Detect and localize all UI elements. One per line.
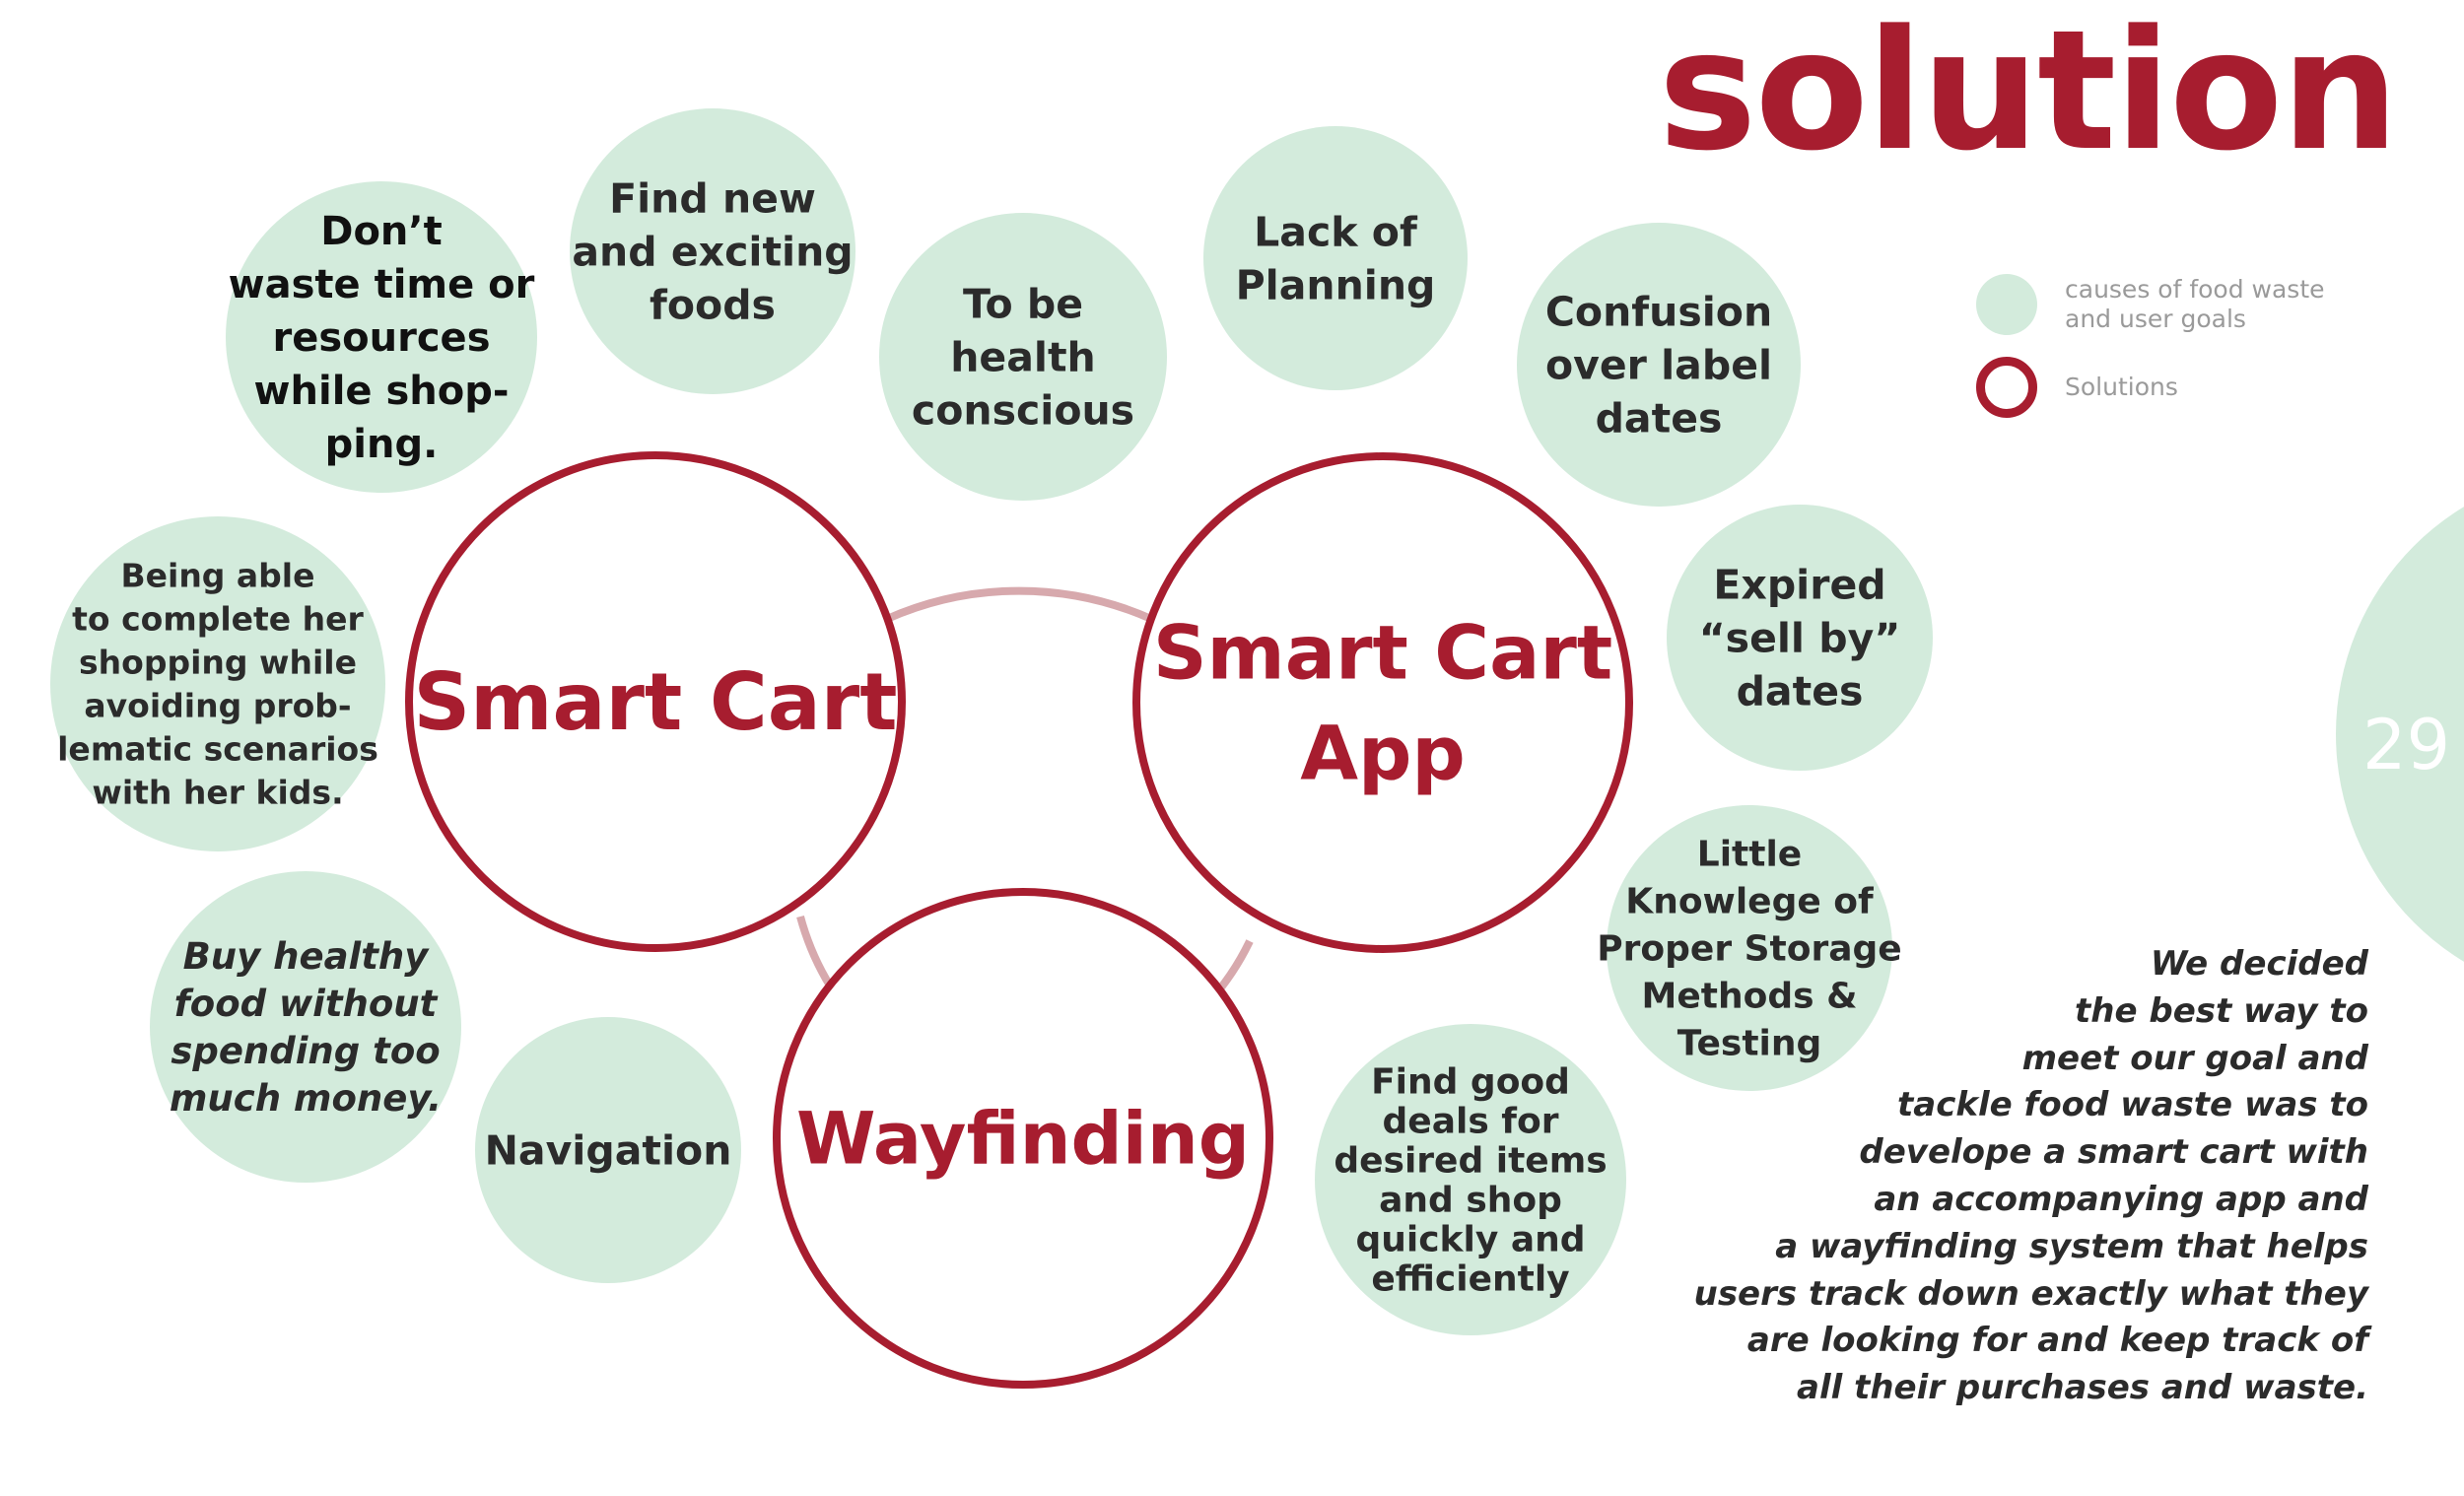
goal-circle [570,108,856,394]
goal-circle [1315,1024,1626,1335]
page-corner-circle [2336,507,2464,962]
goal-label: Navigation [485,1126,732,1174]
goal-bubble-navigation: Navigation [475,1017,741,1283]
solution-bubble-smart-cart: Smart Cart [405,451,906,952]
solution-label: Wayfinding [796,1098,1250,1182]
solution-bubble-wayfinding: Wayfinding [773,888,1273,1389]
goal-circle [1607,805,1892,1091]
page-title: solution [1658,0,2399,187]
solution-circle [773,888,1273,1389]
solution-circle [1132,452,1633,953]
goal-circle [475,1017,741,1283]
goal-circle [50,516,385,851]
goal-label: Expired“sell by”dates [1699,561,1901,714]
page-number: 29 [2362,705,2451,785]
solution-label: Smart Cart [414,656,898,748]
goal-circle [879,213,1167,501]
legend-goal-swatch [1976,274,2037,335]
solution-circle [405,451,906,952]
legend-goal-label: causes of food waste and user goals [2065,275,2325,333]
legend-solutions: Solutions [1976,357,2178,418]
goal-circle [226,181,537,493]
goal-circle [1517,223,1801,507]
legend-solution-swatch [1976,357,2037,418]
goal-bubble-expired-sell-by: Expired“sell by”dates [1667,505,1933,771]
goal-circle [1203,126,1468,390]
legend-goals: causes of food waste and user goals [1976,274,2325,335]
connector-arc [885,586,1153,623]
legend-solution-label: Solutions [2065,373,2178,401]
goal-circle [1667,505,1933,771]
goal-circle [150,871,461,1183]
description-text: We decided the best way to meet our goal… [1693,944,2368,1408]
